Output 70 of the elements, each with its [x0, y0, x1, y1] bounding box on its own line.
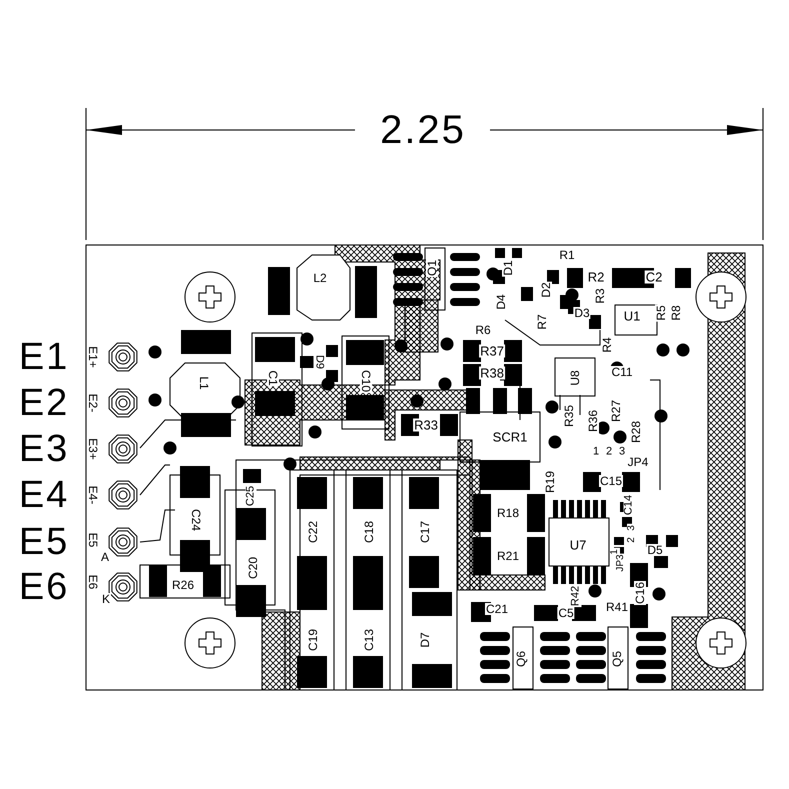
- pin-number: 3: [627, 524, 637, 532]
- pad-label: E1+: [87, 345, 99, 369]
- component-designator: R4: [601, 336, 613, 354]
- component-designator: R21: [496, 550, 520, 562]
- pad-label: E4-: [87, 484, 99, 506]
- component-designator: R8: [670, 304, 682, 322]
- component-designator: C13: [363, 628, 375, 652]
- component-designator: R19: [544, 470, 556, 494]
- component-designator: L1: [198, 375, 210, 391]
- pin-number: 1: [610, 548, 620, 556]
- component-designator: C24: [190, 508, 202, 532]
- component-designator: R42: [570, 584, 582, 608]
- component-designator: C10: [360, 369, 372, 393]
- component-designator: C14: [624, 494, 634, 516]
- component-designator: D2: [540, 281, 552, 299]
- pin-number: 3: [618, 446, 626, 458]
- component-designator: C11: [610, 366, 634, 378]
- component-designator: R3: [594, 287, 606, 305]
- component-designator: R2: [586, 270, 606, 284]
- component-designator: R26: [171, 579, 195, 591]
- component-designator: R41: [605, 601, 629, 613]
- component-designator: R27: [610, 399, 622, 423]
- component-designator: C15: [599, 475, 623, 487]
- component-designator: R28: [630, 420, 642, 444]
- pin-number: 2: [604, 446, 614, 458]
- component-designator: D5: [646, 544, 664, 556]
- component-designator: U7: [568, 538, 588, 552]
- component-designator: R37: [479, 344, 505, 358]
- component-designator: C25: [246, 484, 256, 508]
- component-designator: C17: [419, 520, 431, 544]
- component-designator: C20: [247, 556, 259, 580]
- component-designator: SCR1: [492, 430, 528, 444]
- component-designator: L2: [312, 272, 328, 284]
- component-designator: U8: [569, 369, 581, 387]
- component-designator: R6: [474, 324, 492, 336]
- component-designator: R18: [496, 507, 520, 519]
- component-designator: R33: [413, 418, 439, 432]
- component-designator: U1: [622, 310, 642, 322]
- pad-label: A: [100, 551, 110, 563]
- pin-number: 2: [627, 536, 637, 544]
- component-designator: R7: [536, 313, 548, 331]
- component-designator: D4: [495, 293, 507, 311]
- pad-label: E5: [87, 532, 99, 548]
- component-designator: D9: [314, 354, 324, 370]
- component-designator: C22: [307, 520, 319, 544]
- component-designator: Q1: [426, 259, 438, 277]
- component-designator: R38: [479, 366, 505, 380]
- pad-label: E2-: [87, 392, 99, 414]
- pad-label: E6: [87, 574, 99, 590]
- component-designator: R1: [558, 249, 576, 261]
- component-designator: C5: [557, 607, 575, 619]
- component-designator: C21: [485, 603, 509, 615]
- component-designator: R36: [587, 409, 599, 433]
- component-designator: C19: [307, 628, 319, 652]
- component-designator: Q6: [515, 650, 527, 668]
- component-designator: C16: [634, 581, 646, 605]
- component-designator: R35: [563, 404, 575, 428]
- component-designator: R5: [655, 304, 667, 322]
- component-designator: C1: [267, 369, 279, 387]
- component-designator: D1: [502, 259, 514, 277]
- component-designator: JP3: [616, 553, 626, 573]
- component-designator: D7: [419, 631, 431, 649]
- component-designator: JP4: [626, 456, 650, 468]
- pin-number: 1: [592, 446, 600, 458]
- pad-label: K: [101, 593, 111, 605]
- component-designator: D3: [573, 307, 591, 319]
- component-designator: C18: [363, 520, 375, 544]
- component-designator: C2: [644, 270, 664, 284]
- pad-label: E3+: [87, 437, 99, 461]
- component-designator: Q5: [611, 650, 623, 668]
